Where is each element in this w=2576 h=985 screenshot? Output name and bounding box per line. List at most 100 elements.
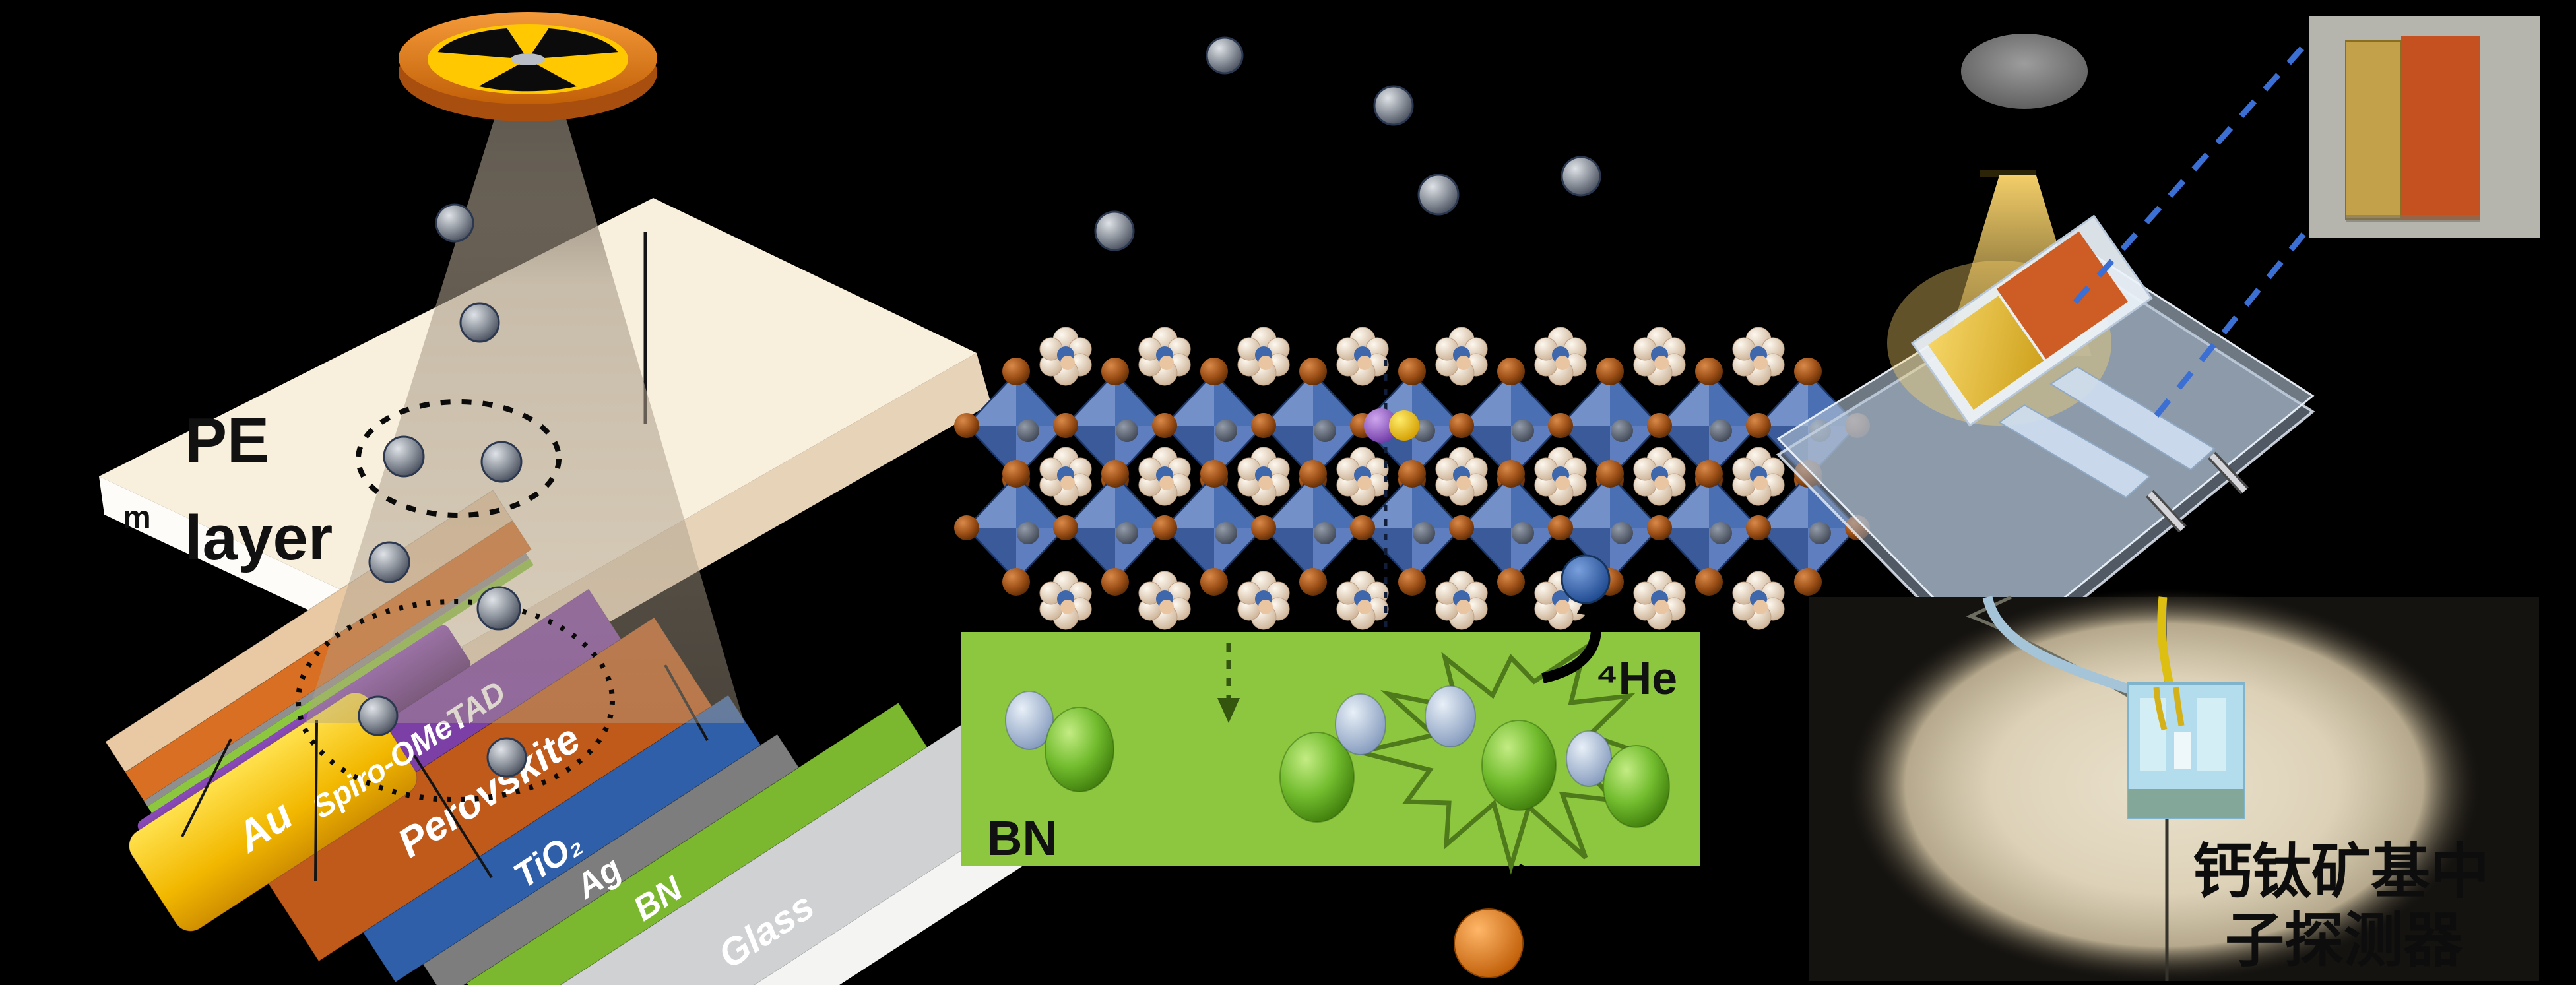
caption-line1: 钙钛矿基中 [2193,839,2490,905]
capture-starburst [1359,643,1646,875]
helium-sphere [1561,554,1611,604]
microscope-photo: 钙钛矿基中 子探测器 [1809,588,2539,982]
organic-cation [1039,327,1092,386]
organic-cation [1336,447,1389,506]
organic-cation [1435,447,1488,506]
device-bottom-band [2128,789,2244,818]
callout-dashed-line [2154,221,2315,418]
yellow-wire [2157,596,2175,693]
organic-cation [1534,327,1587,386]
callout-dashed-line [2073,23,2325,304]
nitrogen-atom [1603,745,1670,828]
dopant-sphere-yellow [1389,410,1419,441]
neutron-sphere [1417,174,1460,216]
radiation-source-icon [399,12,657,121]
caption-line2: 子探测器 [2225,908,2463,974]
recoil-ion-sphere [1454,908,1524,978]
chip-electrode-tracks [1998,365,2216,499]
neutron-sphere [368,541,410,583]
nitrogen-atom [1481,720,1557,811]
wire-tip [2173,687,2185,726]
inset-perovskite-strip [2401,36,2480,220]
neutron-sphere [486,737,527,778]
neutron-sphere [459,302,500,343]
boron-atom [1335,693,1386,755]
incident-neutrons [1094,36,1601,251]
neutron-sphere [383,435,425,478]
dashed-ellipse-upper [356,399,562,518]
nitrogen-atom [1045,707,1114,792]
pe-label-line2: layer [185,503,333,573]
layer-au [129,692,418,932]
helium-arrow [1541,604,1601,683]
device-photo-inset [2309,16,2540,238]
lamp-icon [1961,34,2088,109]
neutron-sphere [1561,156,1601,197]
organic-cation [1633,447,1686,506]
organic-cation [1732,447,1785,506]
blue-wire [1982,596,2146,699]
nitrogen-atom [1279,732,1355,823]
neutron-sphere [1094,210,1135,251]
neutron-path-arrow [1217,643,1240,723]
middle-panel-reaction-schematic: ⁴He BN [953,36,1871,978]
detector-chip [1911,214,2153,427]
neutron-sphere [358,695,399,736]
neutron-sphere [480,441,523,483]
neutron-sphere [476,586,521,631]
corner-label: m [123,500,151,535]
device-slot [2197,698,2226,771]
lead-line [314,720,318,881]
helium-label: ⁴He [1595,652,1677,704]
boron-nitride-atoms [1005,685,1670,828]
organic-cation [1237,327,1290,386]
layer-substrate [600,787,1085,985]
neutron-sphere [1373,85,1414,126]
organic-cation [1138,447,1191,506]
organic-cation [1534,447,1587,506]
organic-cation [1633,571,1686,630]
pe-label-line1: PE [185,405,269,476]
device-center-pad [2174,732,2191,769]
radiation-cone [305,96,744,723]
contact-pin [2147,491,2185,532]
inset-shadow [2346,215,2480,222]
boron-atom [1005,691,1054,750]
trefoil-icon [437,28,618,92]
organic-cation [1039,571,1092,630]
organic-cation [1732,571,1785,630]
chip-gold-pad [1928,296,2044,410]
light-cone-lip [1980,170,2036,177]
electrode-track [2049,365,2216,471]
capture-flash [1359,643,1646,875]
recoil-arrow [1493,864,1529,914]
dopant-sphere-purple [1364,408,1398,443]
organic-cation [1732,327,1785,386]
falling-neutrons [358,203,527,778]
boron-atom [1566,730,1612,787]
organic-cation [1138,327,1191,386]
boron-atom [1425,685,1476,747]
organic-cation [1633,327,1686,386]
detector-device-photo [2127,682,2245,819]
organic-cation [1237,447,1290,506]
neutron-sphere [1206,36,1244,75]
organic-cation [1435,327,1488,386]
electrode-track [1998,404,2151,499]
organic-cation [1435,571,1488,630]
organic-cation [1138,571,1191,630]
wire-tip [2153,687,2168,731]
organic-cation [1039,447,1092,506]
organic-cation [1336,327,1389,386]
lead-line [181,738,232,837]
contact-pins [2146,451,2249,533]
chip-perovskite-pad [1997,231,2129,360]
organic-cation [1237,571,1290,630]
right-panel-device-photos: 钙钛矿基中 子探测器 [1776,16,2540,982]
perovskite-lattice [953,327,1871,630]
neutron-sphere [435,203,474,243]
contact-pin [2209,453,2247,493]
left-panel-device-schematic: Au Spiro-OMeTAD Perovskite TiO₂ Ag BN Gl… [99,12,1085,985]
